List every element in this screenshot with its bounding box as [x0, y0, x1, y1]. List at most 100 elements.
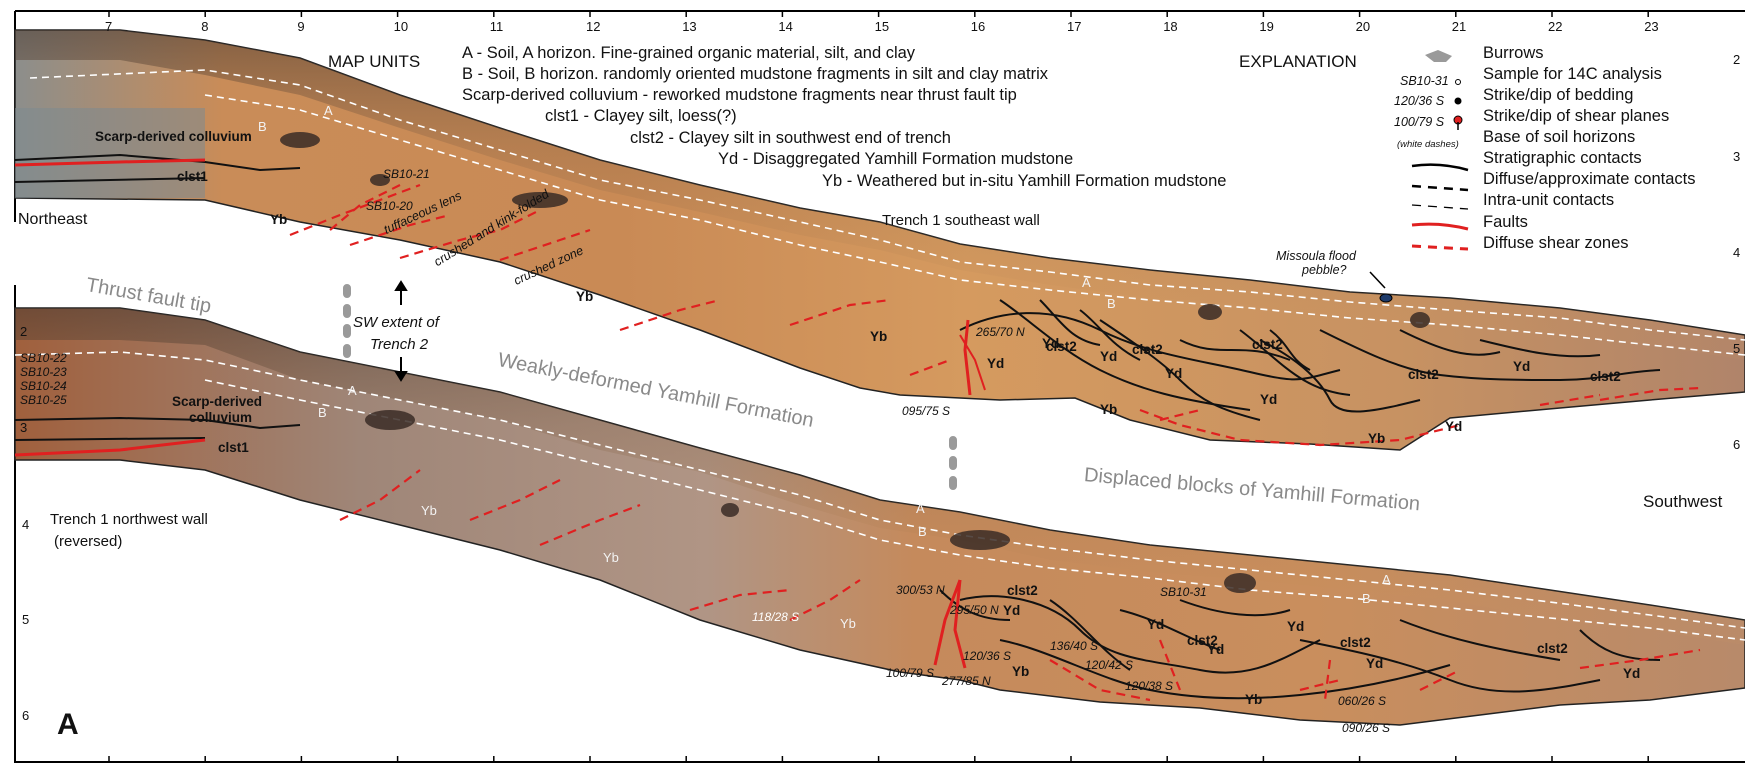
unit-top-clst1: clst1 [177, 170, 208, 184]
unit-top-yb1: Yb [270, 213, 287, 227]
unit-bot-colluvium-2: colluvium [189, 411, 252, 425]
shear-zone-icon [1412, 246, 1468, 249]
unit-top-yd7: Yd [1513, 360, 1530, 374]
sample-sb10-20: SB10-20 [366, 200, 413, 212]
unit-top-colluvium: Scarp-derived colluvium [95, 130, 252, 144]
unit-bot-yd5: Yd [1366, 657, 1383, 671]
measure-095-75: 095/75 S [902, 405, 950, 417]
label-southwest: Southwest [1643, 493, 1722, 510]
unit-top-yd3: Yd [1100, 350, 1117, 364]
unit-bot-B3: B [1362, 592, 1371, 605]
depth-left-3: 3 [20, 421, 27, 434]
unit-top-clst2d: clst2 [1408, 368, 1439, 382]
fault-icon [1412, 224, 1468, 229]
label-missoula-1: Missoula flood [1276, 250, 1356, 263]
top-scale-label: 22 [1548, 20, 1562, 33]
unit-bot-yb1: Yb [421, 504, 437, 517]
sample-sb10-21: SB10-21 [383, 168, 430, 180]
unit-bot-B: B [318, 406, 327, 419]
depth-left-2: 2 [20, 325, 27, 338]
sample-sb10-23: SB10-23 [20, 366, 67, 378]
top-scale-label: 7 [105, 20, 112, 33]
depth-right-4: 4 [1733, 246, 1740, 259]
unit-bot-clst2d: clst2 [1537, 642, 1568, 656]
panel-letter: A [57, 710, 79, 740]
unit-bot-yd4: Yd [1287, 620, 1304, 634]
colluvium-block-top [15, 108, 205, 198]
unit-top-yd5: Yd [1260, 393, 1277, 407]
measure-136-40: 136/40 S [1050, 640, 1098, 652]
strat-contact-icon [1412, 165, 1468, 170]
top-scale-label: 18 [1163, 20, 1177, 33]
label-nw-wall-1: Trench 1 northwest wall [50, 512, 208, 527]
unit-bot-A3: A [1382, 573, 1391, 586]
top-scale-label: 12 [586, 20, 600, 33]
top-scale-label: 20 [1356, 20, 1370, 33]
unit-top-B: B [258, 120, 267, 133]
explanation-title: EXPLANATION [1239, 53, 1357, 70]
legend-bedding-code: 120/36 S [1394, 95, 1444, 108]
measure-120-36: 120/36 S [963, 650, 1011, 662]
measure-120-38: 120/38 S [1125, 680, 1173, 692]
unit-top-A2: A [1082, 276, 1091, 289]
unit-top-A: A [324, 104, 333, 117]
unit-bot-clst2b: clst2 [1187, 634, 1218, 648]
map-unit-Yd: Yd - Disaggregated Yamhill Formation mud… [718, 151, 1073, 168]
legend-strat: Stratigraphic contacts [1483, 150, 1642, 167]
legend-intra: Intra-unit contacts [1483, 192, 1614, 209]
legend-shear-code: 100/79 S [1394, 116, 1444, 129]
unit-bot-colluvium-1: Scarp-derived [172, 395, 262, 409]
unit-bot-B2: B [918, 525, 927, 538]
sample-icon [1456, 80, 1461, 85]
measure-118-28: 118/28 S [752, 611, 799, 623]
sample-sb10-31: SB10-31 [1160, 586, 1207, 598]
unit-bot-yb5: Yb [1245, 693, 1262, 707]
measure-295-50: 295/50 N [950, 604, 999, 616]
depth-right-3: 3 [1733, 150, 1740, 163]
sample-sb10-24: SB10-24 [20, 380, 67, 392]
legend-shear: Strike/dip of shear planes [1483, 108, 1669, 125]
unit-top-clst2c: clst2 [1252, 338, 1283, 352]
unit-bot-yd1: Yd [1003, 604, 1020, 618]
measure-265-70: 265/70 N [976, 326, 1025, 338]
unit-bot-clst2a: clst2 [1007, 584, 1038, 598]
map-unit-Yb: Yb - Weathered but in-situ Yamhill Forma… [822, 173, 1226, 190]
measure-120-42: 120/42 S [1085, 659, 1133, 671]
legend-soil-base: Base of soil horizons [1483, 129, 1635, 146]
depth-right-6: 6 [1733, 438, 1740, 451]
depth-left-5: 5 [22, 613, 29, 626]
unit-bot-A: A [348, 384, 357, 397]
pebble-pointer [1370, 272, 1385, 288]
legend-burrows: Burrows [1483, 45, 1544, 62]
unit-bot-yb3: Yb [840, 617, 856, 630]
legend-sample-code: SB10-31 [1400, 75, 1449, 88]
unit-top-yd6: Yd [1445, 420, 1462, 434]
legend-faults: Faults [1483, 214, 1528, 231]
map-unit-clst1: clst1 - Clayey silt, loess(?) [545, 108, 737, 125]
top-scale-label: 14 [778, 20, 792, 33]
map-units-title: MAP UNITS [328, 53, 420, 70]
label-missoula-2: pebble? [1302, 264, 1347, 277]
label-sw-extent-2: Trench 2 [370, 337, 428, 352]
depth-left-6: 6 [22, 709, 29, 722]
label-northeast: Northeast [18, 212, 87, 228]
unit-top-yb4: Yb [1100, 403, 1117, 417]
depth-right-2: 2 [1733, 53, 1740, 66]
unit-top-yb2: Yb [576, 290, 593, 304]
map-unit-clst2: clst2 - Clayey silt in southwest end of … [630, 130, 951, 147]
depth-right-5: 5 [1733, 342, 1740, 355]
top-scale-label: 23 [1644, 20, 1658, 33]
sample-sb10-22: SB10-22 [20, 352, 67, 364]
unit-bot-yd2: Yd [1147, 618, 1164, 632]
top-scale-label: 10 [394, 20, 408, 33]
map-unit-colluvium: Scarp-derived colluvium - reworked mudst… [462, 87, 1017, 104]
legend-shear-zones: Diffuse shear zones [1483, 235, 1629, 252]
unit-top-clst2b: clst2 [1132, 343, 1163, 357]
unit-top-yb3: Yb [870, 330, 887, 344]
unit-top-clst2e: clst2 [1590, 370, 1621, 384]
top-scale-label: 17 [1067, 20, 1081, 33]
map-unit-A: A - Soil, A horizon. Fine-grained organi… [462, 45, 915, 62]
legend-bedding: Strike/dip of bedding [1483, 87, 1633, 104]
unit-bot-clst1: clst1 [218, 441, 249, 455]
unit-top-yd4: Yd [1165, 367, 1182, 381]
